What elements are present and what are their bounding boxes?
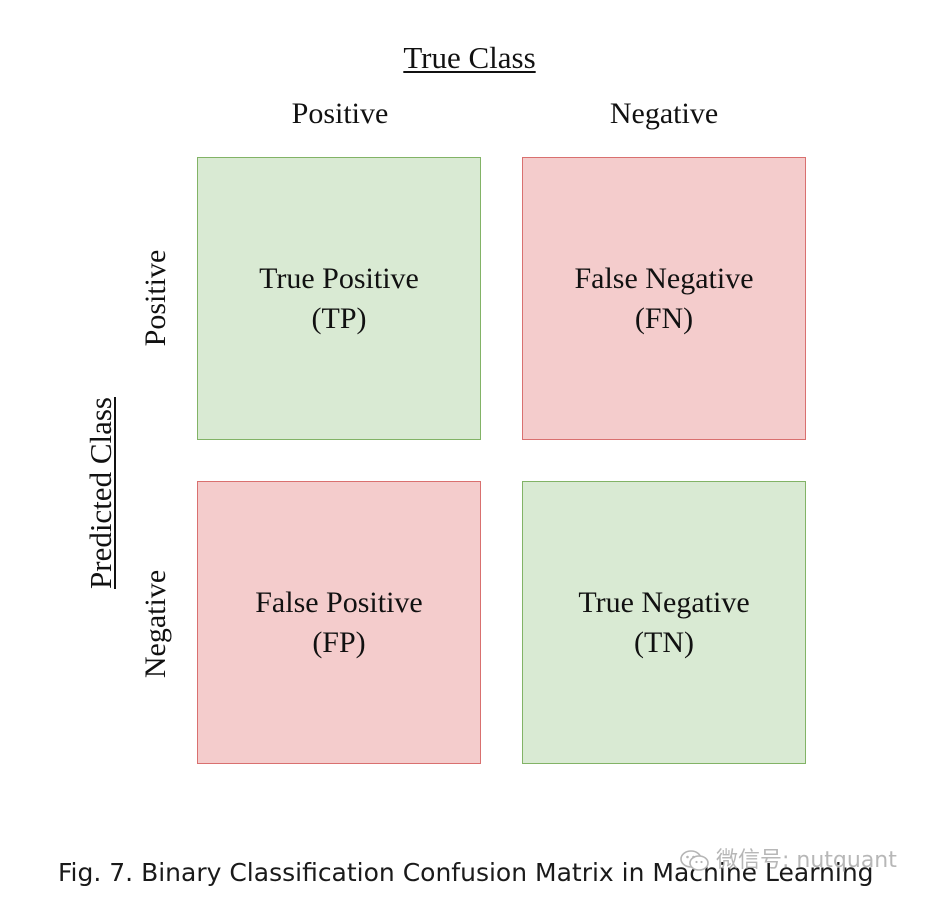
cell-false-negative-label: False Negative [574, 261, 754, 295]
watermark-text: 微信号: nutquant [716, 848, 897, 873]
cell-false-positive: False Positive (FP) [197, 481, 481, 764]
predicted-class-title: Predicted Class [83, 397, 118, 589]
cell-true-positive-label: True Positive [259, 261, 419, 295]
figure-caption: Fig. 7. Binary Classification Confusion … [58, 858, 874, 887]
watermark: 微信号: nutquant [680, 846, 897, 876]
cell-true-negative-abbr: (TN) [634, 625, 694, 659]
cell-true-negative-label: True Negative [578, 585, 750, 619]
cell-true-positive-abbr: (TP) [311, 301, 367, 335]
row-header-positive: Positive [139, 249, 172, 347]
true-class-title: True Class [403, 40, 536, 75]
row-header-negative: Negative [139, 569, 172, 679]
column-header-positive: Positive [291, 97, 389, 130]
wechat-icon [680, 849, 710, 873]
cell-false-positive-label: False Positive [255, 585, 423, 619]
cell-false-negative-abbr: (FN) [634, 301, 694, 335]
column-header-negative: Negative [609, 97, 719, 130]
cell-true-positive: True Positive (TP) [197, 157, 481, 440]
cell-false-negative: False Negative (FN) [522, 157, 806, 440]
cell-true-negative: True Negative (TN) [522, 481, 806, 764]
cell-false-positive-abbr: (FP) [312, 625, 366, 659]
